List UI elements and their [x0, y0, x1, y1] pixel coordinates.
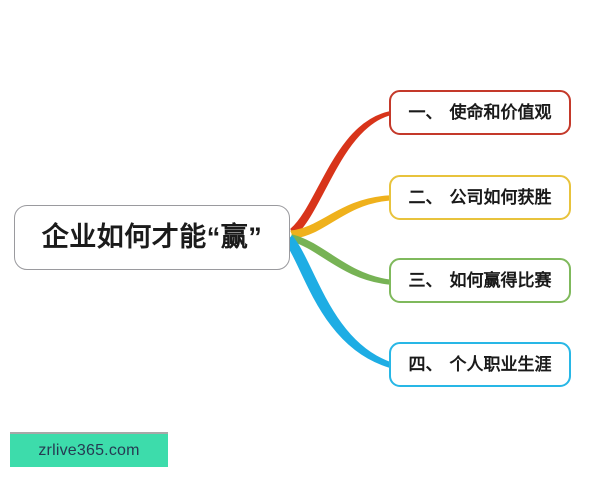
- center-node[interactable]: 企业如何才能“赢”: [14, 205, 290, 270]
- branch-node-1-label: 一、使命和价值观: [409, 104, 552, 121]
- branch-node-4-label: 四、个人职业生涯: [409, 356, 552, 373]
- branch-node-4-number: 四、: [408, 355, 443, 374]
- connector-branch-4: [285, 235, 390, 368]
- branch-node-3-text: 如何赢得比赛: [449, 271, 552, 290]
- branch-node-2[interactable]: 二、公司如何获胜: [389, 175, 571, 220]
- connector-branch-1: [290, 111, 390, 237]
- watermark-badge: zrlive365.com: [10, 432, 168, 467]
- branch-node-2-label: 二、公司如何获胜: [409, 189, 552, 206]
- branch-node-3-number: 三、: [408, 271, 443, 290]
- connector-branch-3: [291, 234, 390, 285]
- watermark-text: zrlive365.com: [38, 441, 140, 459]
- center-node-label: 企业如何才能“赢”: [41, 222, 263, 252]
- branch-node-2-text: 公司如何获胜: [449, 188, 552, 207]
- branch-node-3-label: 三、如何赢得比赛: [409, 272, 552, 289]
- branch-node-3[interactable]: 三、如何赢得比赛: [389, 258, 571, 303]
- branch-node-4[interactable]: 四、个人职业生涯: [389, 342, 571, 387]
- branch-node-1-text: 使命和价值观: [449, 103, 552, 122]
- branch-node-1[interactable]: 一、使命和价值观: [389, 90, 571, 135]
- branch-node-1-number: 一、: [408, 103, 443, 122]
- connector-branch-2: [290, 195, 390, 239]
- branch-node-4-text: 个人职业生涯: [449, 355, 552, 374]
- branch-node-2-number: 二、: [408, 188, 443, 207]
